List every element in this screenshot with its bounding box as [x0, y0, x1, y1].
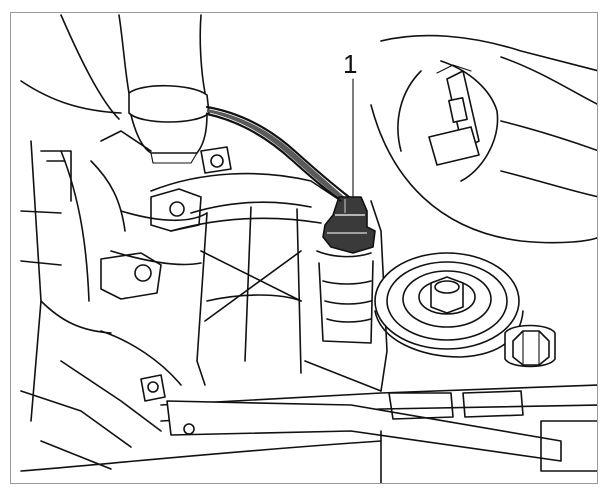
sensor-connector [322, 196, 376, 254]
engine-bay-drawing: 1 [20, 14, 597, 483]
lower-left-structure [20, 130, 152, 266]
strut-top-mount [374, 252, 524, 358]
illustration-frame: 1 [10, 12, 598, 484]
callout-number-1: 1 [343, 49, 357, 79]
mount-bracket [100, 146, 232, 402]
strut-boot [370, 34, 597, 244]
sensor-cable [205, 105, 351, 205]
hex-bolt [504, 324, 556, 368]
coolant-hose [20, 14, 210, 164]
hose-clamp [428, 64, 480, 166]
gearbox-housing [20, 140, 342, 470]
subframe [20, 384, 597, 483]
